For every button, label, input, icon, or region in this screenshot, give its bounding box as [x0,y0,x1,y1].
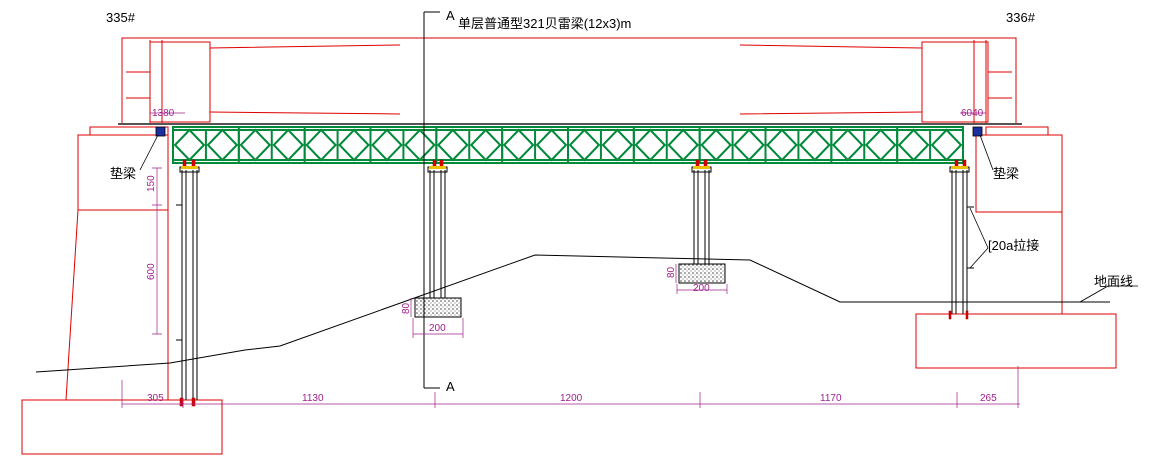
truss-diagonal-cell [173,128,206,162]
dim-80-right: 80 [666,266,677,278]
bearing-blocks [179,159,969,407]
truss-diagonal-cell [799,128,831,162]
truss-diagonal-cell [634,128,667,162]
dim-150: 150 [146,175,157,192]
support-columns [176,166,974,400]
dim-top-right: 6040 [961,108,984,119]
truss-diagonal-cell [864,128,897,162]
dim-200-left: 200 [429,323,446,334]
truss-diagonal-cell [404,128,436,162]
truss-diagonal-cell [535,128,568,162]
ground-line-leader [1079,285,1109,303]
pier-number-336: 336# [1006,10,1036,25]
dimension-lines [121,112,1020,408]
truss-diagonal-cell [305,128,337,162]
truss-diagonal-cell [897,128,930,162]
dim-bottom-305: 305 [147,393,164,404]
bailey-truss [172,126,964,164]
truss-diagonal-cell [667,128,700,162]
truss-diagonal-cell [469,128,502,162]
dim-bottom-1130: 1130 [302,393,324,404]
bearing-plates [181,166,968,169]
truss-diagonal-cell [239,128,272,162]
truss-diagonal-cell [568,128,601,162]
ground-line-label: 地面线 [1094,274,1133,289]
dim-600: 600 [146,263,157,280]
brace-label: [20a拉接 [988,238,1039,253]
section-line-a [423,11,440,389]
truss-diagonal-cell [272,128,305,162]
leader-lines [139,134,994,269]
footing-right [678,263,726,284]
dim-top-left: 1380 [152,108,175,119]
beam-title: 单层普通型321贝雷梁(12x3)m [458,16,631,31]
truss-diagonal-cell [733,128,765,162]
truss-diagonal-cell [371,128,403,162]
footing-left [414,297,462,318]
dim-200-right: 200 [693,283,710,294]
abutment-outlines [21,37,1117,455]
truss-diagonal-cell [338,128,370,162]
dim-bottom-265: 265 [980,393,997,404]
truss-diagonal-cell [601,128,634,162]
section-mark-a-bottom: A [446,379,455,394]
truss-diagonal-cell [766,128,798,162]
dim-bottom-1200: 1200 [560,393,583,404]
dim-80-left: 80 [401,302,412,314]
dim-bottom-1170: 1170 [820,393,842,404]
truss-diagonal-cell [930,128,963,162]
truss-diagonal-cell [502,128,535,162]
truss-diagonal-cell [206,128,239,162]
pad-beam-right-block [972,126,983,137]
truss-diagonal-cell [700,128,732,162]
pier-number-335: 335# [106,10,136,25]
pad-beam-left-block [155,126,166,137]
pad-beam-label-left: 垫梁 [110,166,136,181]
section-mark-a-top: A [446,8,455,23]
pad-beam-label-right: 垫梁 [993,166,1019,181]
ground-profile-line [35,254,1110,373]
truss-diagonal-cell [831,128,864,162]
truss-diagonal-cell [436,128,469,162]
